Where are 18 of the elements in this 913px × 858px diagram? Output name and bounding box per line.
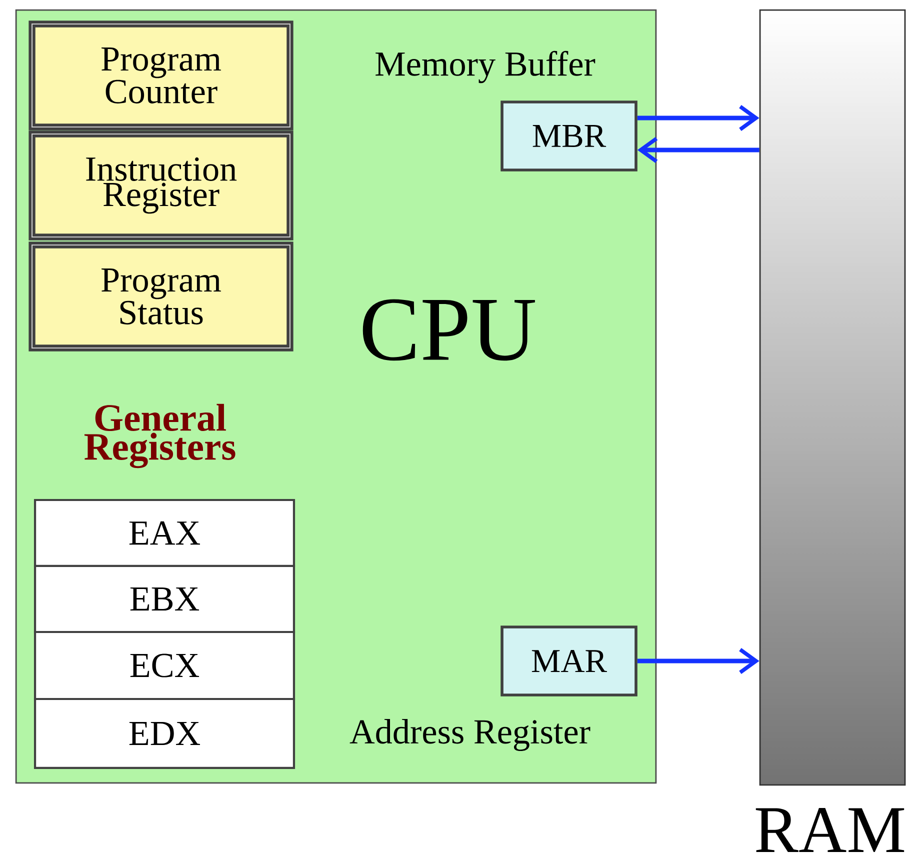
arrow <box>637 105 760 131</box>
register-caption: Memory Buffer <box>376 50 596 84</box>
register-box: EBX <box>34 564 296 634</box>
ram-box <box>759 9 906 786</box>
section-heading: General Registers <box>84 404 236 468</box>
register-box: EAX <box>34 498 296 568</box>
register-box: Program Status <box>28 242 294 352</box>
arrow <box>637 648 760 674</box>
register-box: ECX <box>34 630 296 700</box>
register-box: Instruction Register <box>28 130 294 240</box>
cpu-label: CPU <box>362 299 535 361</box>
arrow <box>637 137 760 163</box>
register-box: Program Counter <box>28 20 294 130</box>
register-box: MBR <box>500 100 638 172</box>
register-box: EDX <box>34 698 296 770</box>
register-caption: Address Register <box>350 719 590 751</box>
ram-label: RAM <box>756 808 904 852</box>
register-box: MAR <box>500 626 638 696</box>
